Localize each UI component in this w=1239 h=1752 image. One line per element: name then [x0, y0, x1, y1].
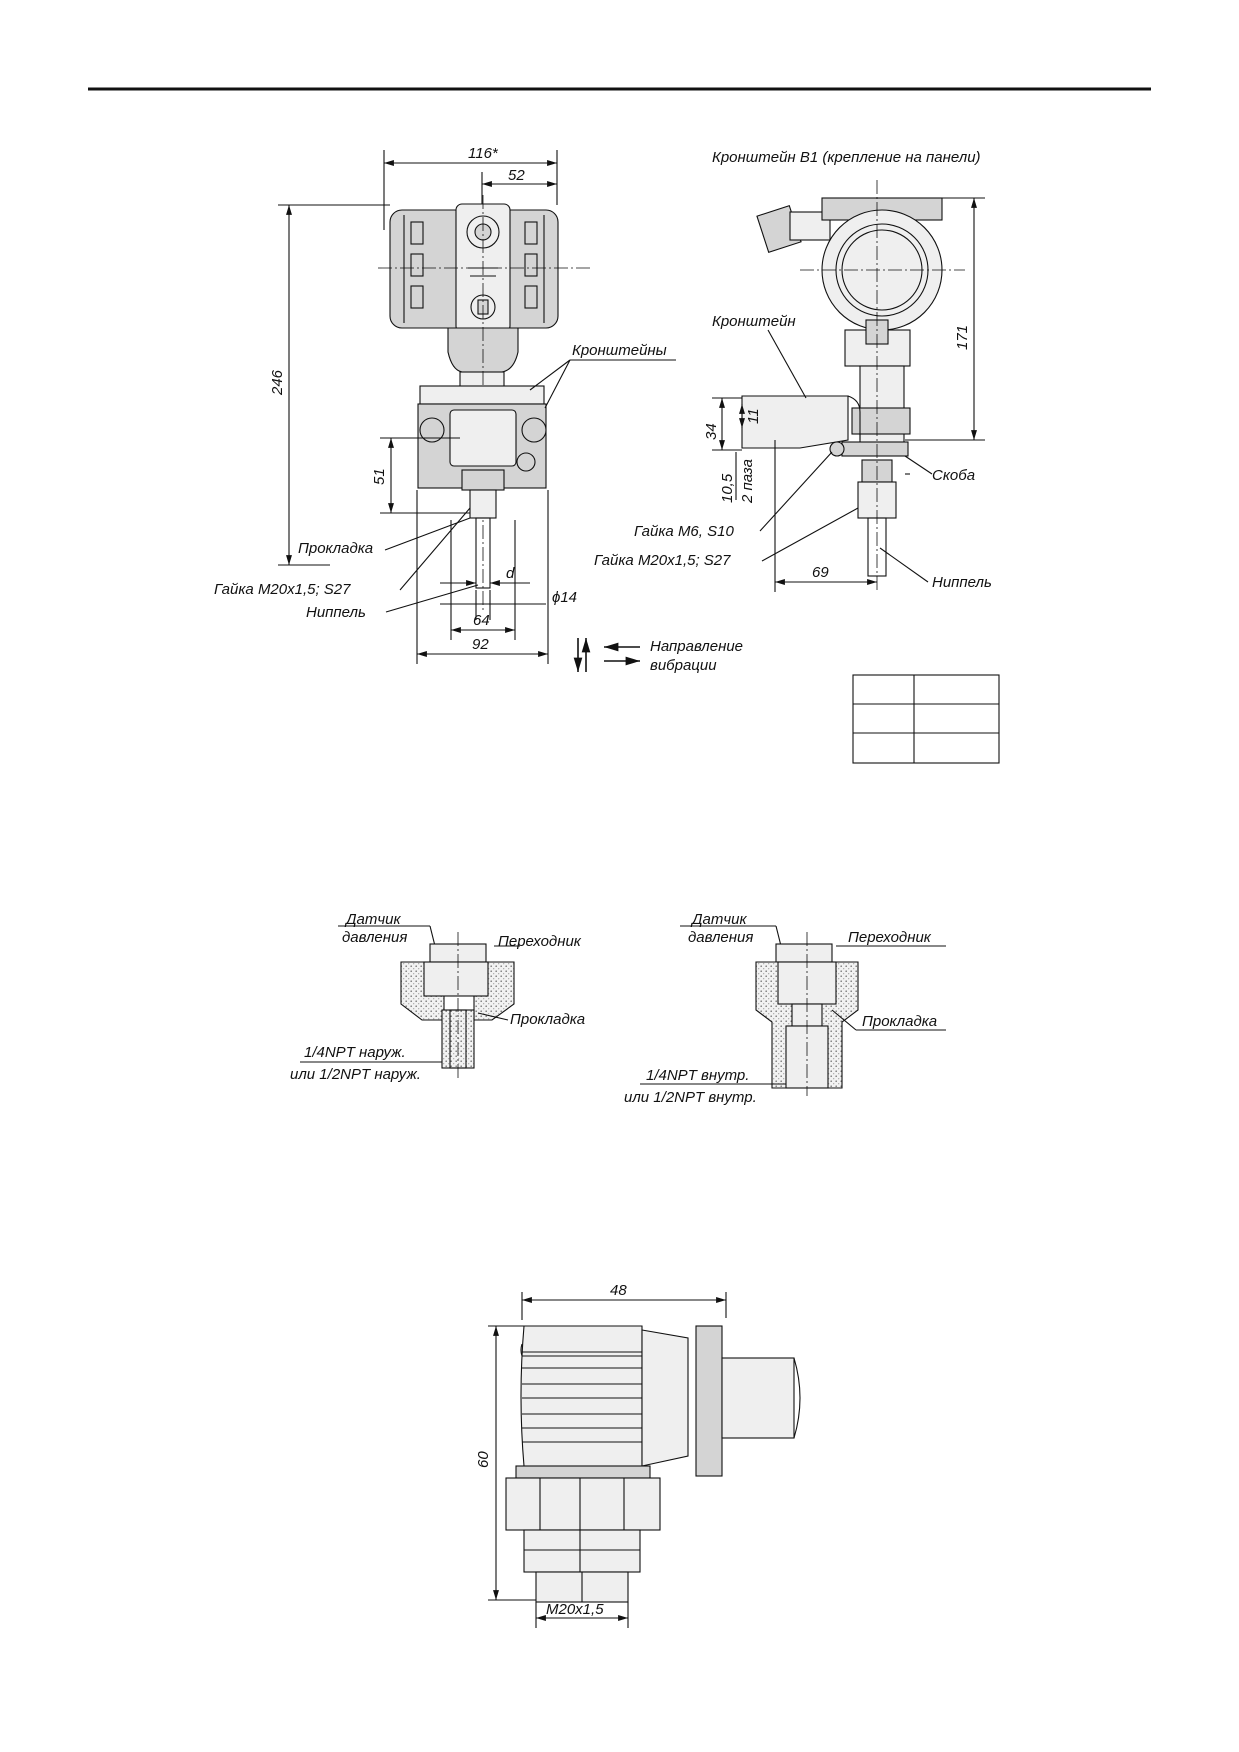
adapter-right-gasket: Прокладка: [862, 1013, 937, 1030]
dim-10-5: 10,5: [719, 473, 736, 503]
electrical-connector: 48 60 М20х1,5: [475, 1282, 801, 1628]
label-nut: Гайка М20х1,5; S27: [214, 581, 351, 598]
label-nipple-2: Ниппель: [932, 574, 992, 591]
adapter-right-thread-2: или 1/2NPT внутр.: [624, 1089, 757, 1106]
adapter-left-adapter: Переходник: [498, 933, 582, 950]
adapter-left-external: Датчик давления Переходник Прокладка 1/4…: [290, 911, 585, 1083]
dim-11: 11: [745, 408, 762, 424]
dim-48: 48: [610, 1282, 627, 1299]
label-nut-m20: Гайка М20х1,5; S27: [594, 552, 731, 569]
figure-2-bracket-b1: Кронштейн В1 (крепление на панели) 171: [594, 149, 992, 592]
dim-92: 92: [472, 636, 489, 653]
label-nipple: Ниппель: [306, 604, 366, 621]
figure-2-title: Кронштейн В1 (крепление на панели): [712, 149, 981, 166]
dim-64: 64: [473, 612, 490, 629]
dim-2-slots: 2 паза: [739, 459, 756, 504]
adapter-right-sensor-2: давления: [688, 929, 753, 946]
label-gasket: Прокладка: [298, 540, 373, 557]
dim-69: 69: [812, 564, 829, 581]
dim-52: 52: [508, 167, 525, 184]
dim-34: 34: [703, 423, 720, 440]
adapter-left-thread-2: или 1/2NPT наруж.: [290, 1066, 421, 1083]
vibration-label-2: вибрации: [650, 657, 717, 674]
dim-51: 51: [371, 468, 388, 485]
figure-1-transmitter: 116* 52 246: [214, 145, 743, 674]
adapter-left-sensor-2: давления: [342, 929, 407, 946]
dim-phi14: ϕ14: [552, 589, 577, 606]
adapter-left-thread-1: 1/4NPT наруж.: [304, 1044, 406, 1061]
vibration-label-1: Направление: [650, 638, 743, 655]
dim-246: 246: [269, 369, 286, 396]
dim-d: d: [506, 565, 515, 582]
empty-table: [852, 674, 1000, 764]
adapter-right-sensor-1: Датчик: [690, 911, 748, 928]
dim-60: 60: [475, 1451, 492, 1468]
adapter-left-gasket: Прокладка: [510, 1011, 585, 1028]
adapter-right-internal: Датчик давления Переходник Прокладка 1/4…: [624, 911, 946, 1106]
adapter-right-adapter: Переходник: [848, 929, 932, 946]
label-bracket: Кронштейн: [712, 313, 796, 330]
dim-171: 171: [954, 325, 971, 350]
label-brackets: Кронштейны: [572, 342, 667, 359]
label-nut-m6: Гайка М6, S10: [634, 523, 734, 540]
adapter-right-thread-1: 1/4NPT внутр.: [646, 1067, 749, 1084]
label-clamp: Скоба: [932, 467, 975, 484]
dim-116: 116*: [468, 145, 499, 162]
connector-thread: М20х1,5: [546, 1601, 604, 1618]
adapter-left-sensor-1: Датчик: [344, 911, 402, 928]
